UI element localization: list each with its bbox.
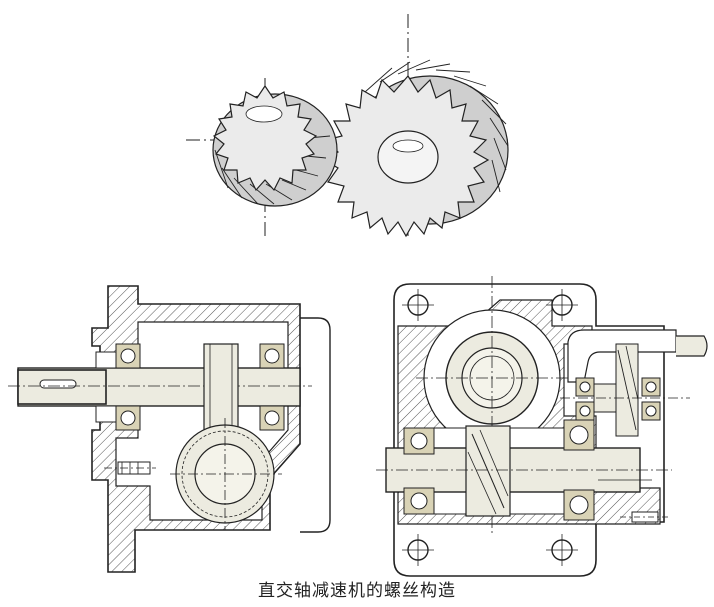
mounting-hole [402, 289, 434, 321]
section-view-left [8, 285, 331, 573]
worm-wheel [170, 418, 282, 530]
bearing [563, 419, 595, 521]
bearing [259, 343, 285, 431]
helical-gear-pair [186, 14, 509, 238]
section-view-right [376, 276, 708, 577]
large-helical-gear [322, 59, 509, 238]
pinion-gear [203, 343, 239, 431]
mounting-hole [402, 534, 434, 566]
figure-caption: 直交轴减速机的螺丝构造 [258, 581, 456, 601]
mounting-hole [546, 289, 578, 321]
bearing [115, 343, 141, 431]
bearing [403, 427, 435, 515]
mounting-hole [546, 534, 578, 566]
bearing [575, 377, 661, 421]
helical-pinion [212, 84, 338, 207]
